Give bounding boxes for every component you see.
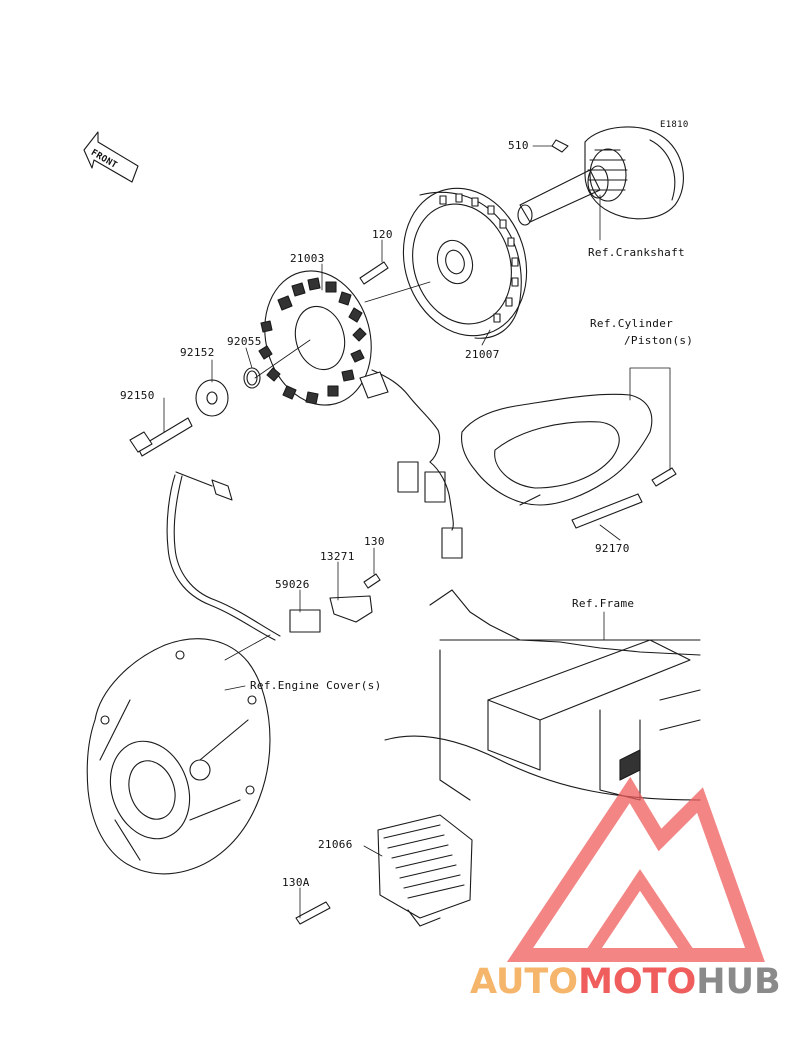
engine-cover-drawing xyxy=(86,638,271,875)
wiring-harness-drawing xyxy=(166,471,381,641)
part-label-92152: 92152 xyxy=(180,346,215,359)
part-label-92170: 92170 xyxy=(595,542,630,555)
front-arrow-icon xyxy=(83,131,139,183)
part-label-59026: 59026 xyxy=(275,578,310,591)
rotor-drawing xyxy=(402,187,528,339)
bolt-120-drawing xyxy=(359,261,389,285)
part-label-21003: 21003 xyxy=(290,252,325,265)
stator-drawing xyxy=(258,270,463,559)
small-parts-drawing xyxy=(129,367,261,457)
part-label-510: 510 xyxy=(508,139,529,152)
part-label-120: 120 xyxy=(372,228,393,241)
part-label-13271: 13271 xyxy=(320,550,355,563)
part-label-130a: 130A xyxy=(282,876,310,889)
ref-cylinder-line2: /Piston(s) xyxy=(624,334,694,347)
brand-part-hub: HUB xyxy=(696,962,781,1002)
part-label-21066: 21066 xyxy=(318,838,353,851)
ref-frame: Ref.Frame xyxy=(572,597,635,610)
brand-part-auto: AUTO xyxy=(470,962,579,1002)
part-label-21007: 21007 xyxy=(465,348,500,361)
watermark-brand-text: AUTOMOTOHUB xyxy=(470,962,781,1002)
ref-crankshaft: Ref.Crankshaft xyxy=(588,246,685,259)
part-label-130: 130 xyxy=(364,535,385,548)
part-label-92150: 92150 xyxy=(120,389,155,402)
frame-drawing xyxy=(384,589,701,801)
leader-lines xyxy=(163,145,671,919)
diagram-code: E1810 xyxy=(660,120,689,130)
part-label-92055: 92055 xyxy=(227,335,262,348)
regulator-drawing xyxy=(295,814,473,927)
ref-engine-cover: Ref.Engine Cover(s) xyxy=(250,679,382,692)
brand-part-moto: MOTO xyxy=(578,962,697,1002)
cylinder-drawing xyxy=(461,393,677,529)
crankshaft-drawing xyxy=(517,126,684,226)
watermark-logo-icon xyxy=(506,776,765,962)
ref-cylinder-line1: Ref.Cylinder xyxy=(590,317,674,330)
